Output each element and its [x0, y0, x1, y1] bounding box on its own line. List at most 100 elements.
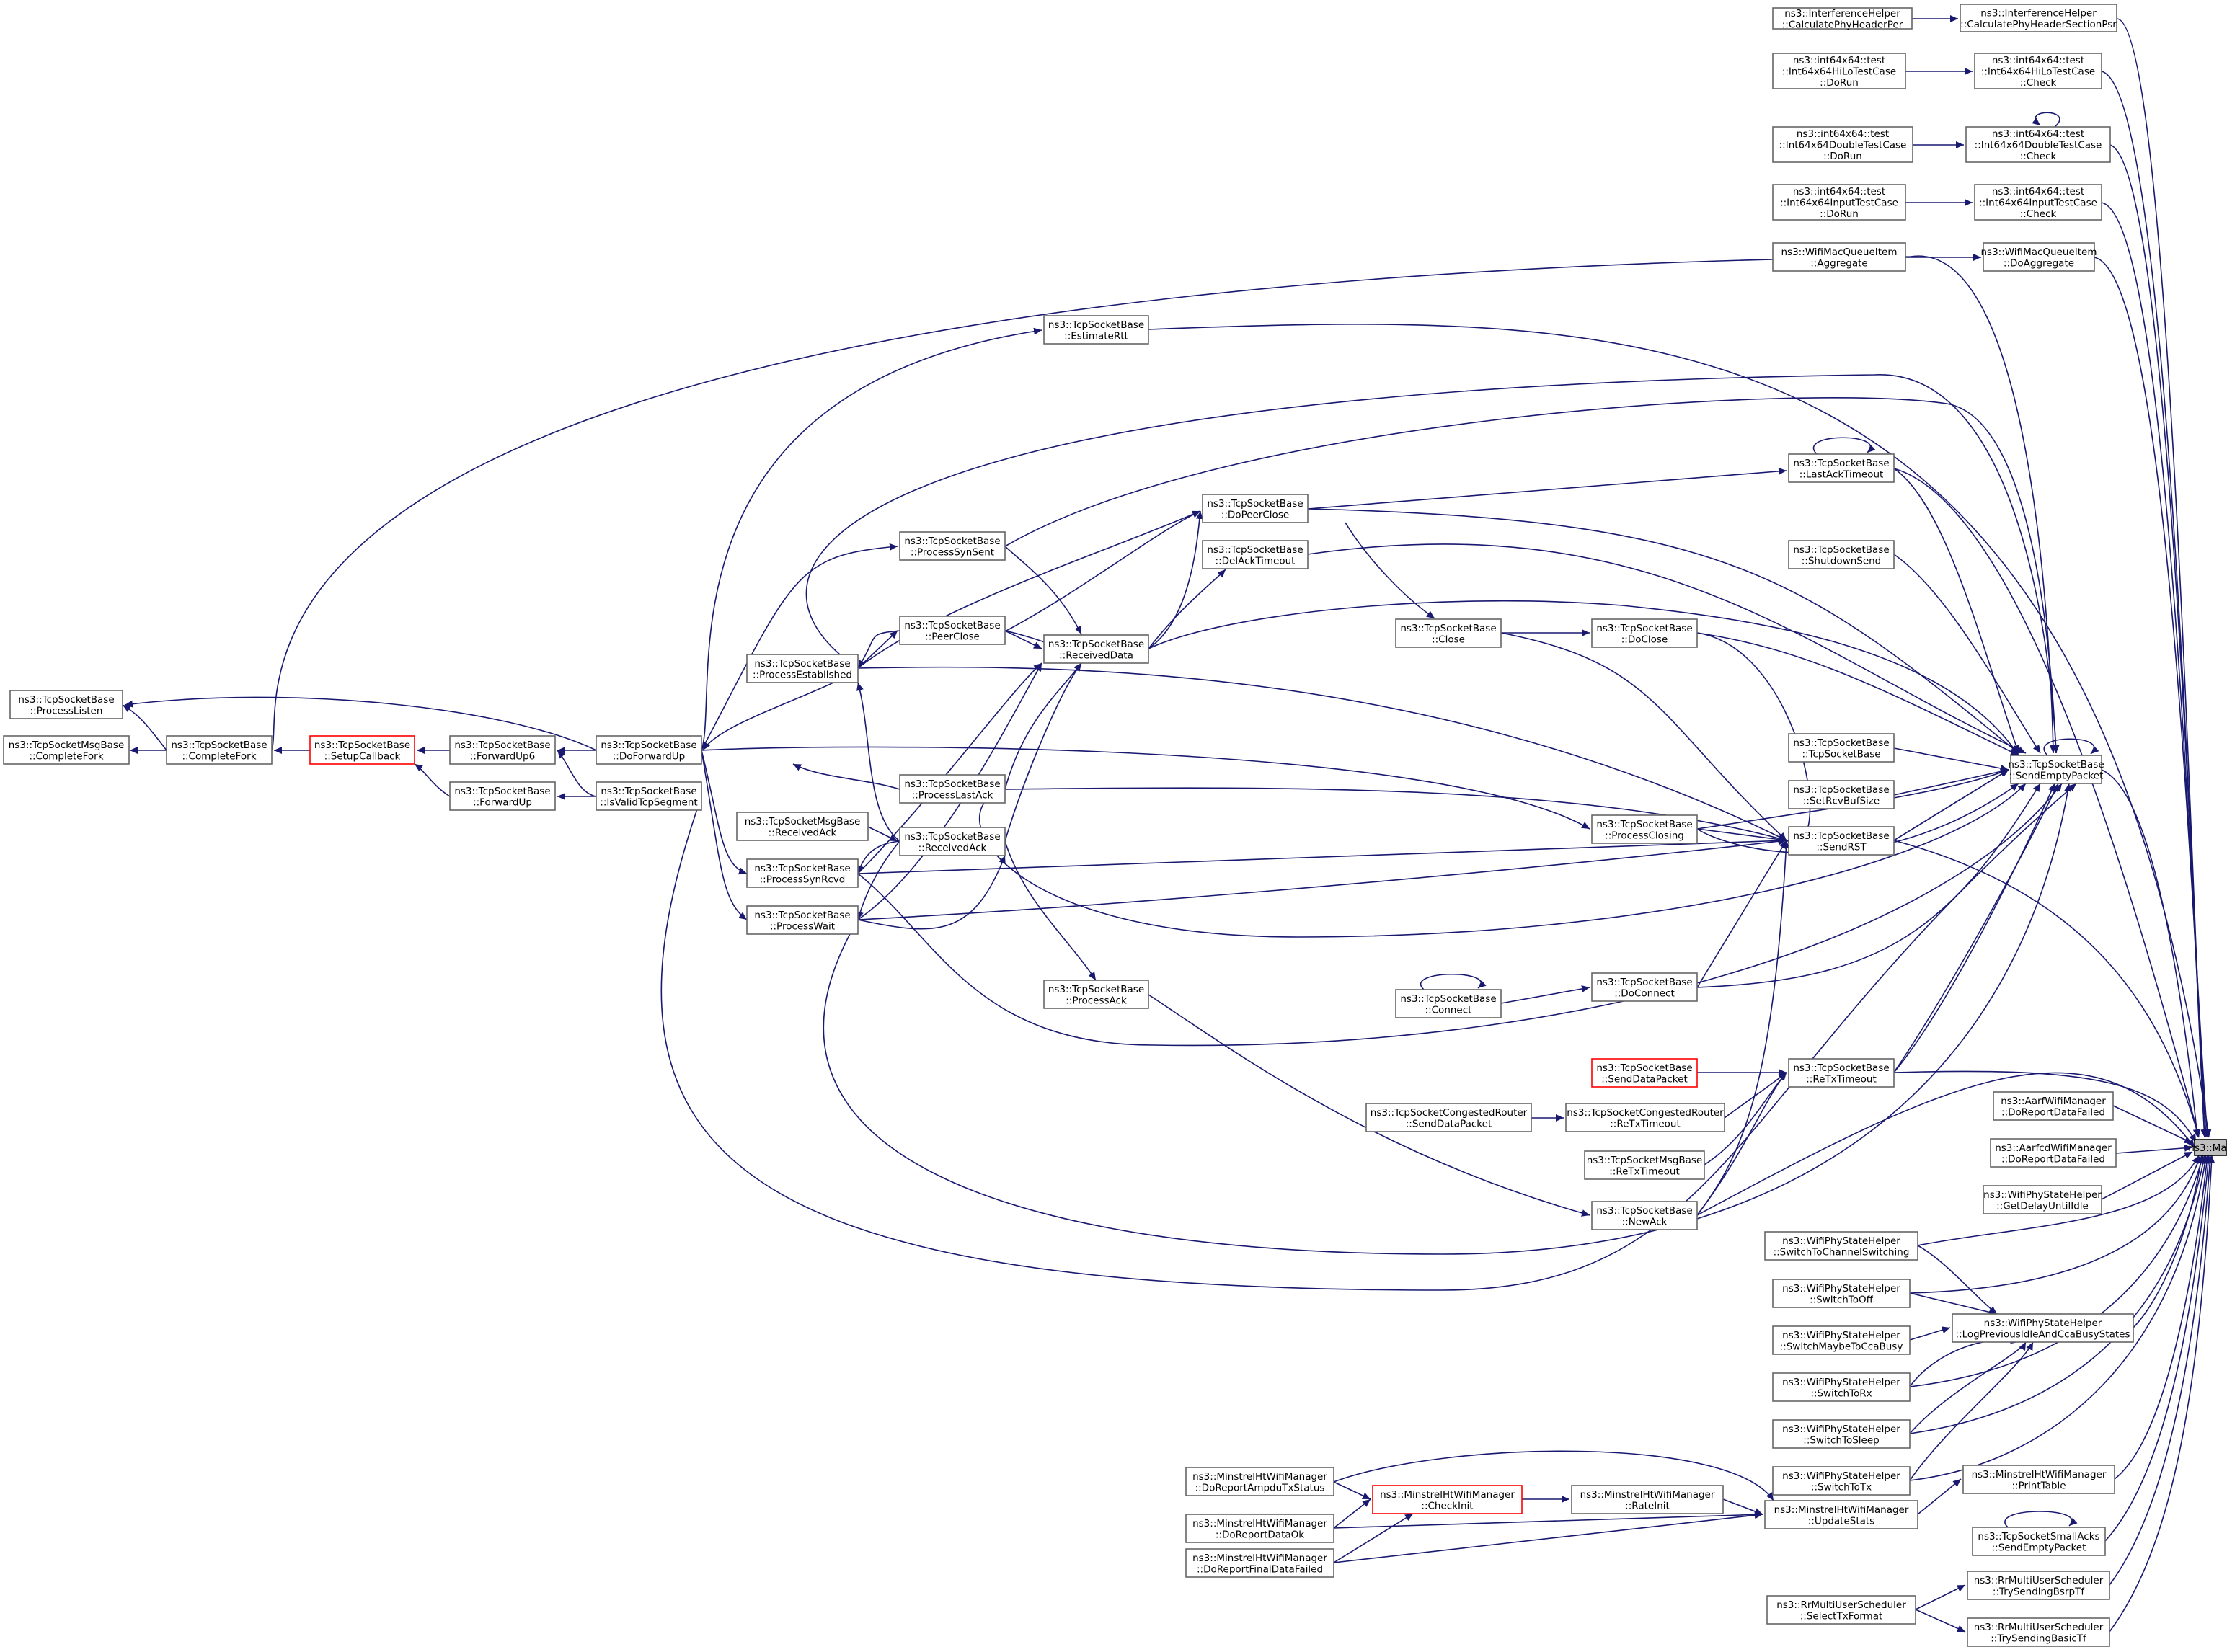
node-cong-retxtimeout[interactable]: ns3::TcpSocketCongestedRouter::ReTxTimeo… — [1565, 1103, 1725, 1132]
call-edge — [1004, 662, 1082, 842]
node-box — [1591, 1058, 1698, 1088]
node-ht-printtable[interactable]: ns3::MinstrelHtWifiManager::PrintTable — [1962, 1465, 2115, 1494]
node-label-line: ::EstimateRtt — [1064, 330, 1128, 342]
call-edge — [1812, 437, 1876, 455]
node-getdelay[interactable]: ns3::WifiPhyStateHelper::GetDelayUntilId… — [1983, 1185, 2102, 1214]
node-ht-dataok[interactable]: ns3::MinstrelHtWifiManager::DoReportData… — [1185, 1514, 1334, 1543]
node-ht-ampdu[interactable]: ns3::MinstrelHtWifiManager::DoReportAmpd… — [1185, 1467, 1334, 1496]
node-receivedack[interactable]: ns3::TcpSocketBase::ReceivedAck — [899, 827, 1006, 856]
node-msg-completefork[interactable]: ns3::TcpSocketMsgBase::CompleteFork — [3, 735, 130, 765]
node-processsynrcvd[interactable]: ns3::TcpSocketBase::ProcessSynRcvd — [746, 858, 859, 888]
node-processestablished[interactable]: ns3::TcpSocketBase::ProcessEstablished — [746, 654, 859, 683]
node-double-check[interactable]: ns3::int64x64::test::Int64x64DoubleTestC… — [1965, 126, 2111, 163]
node-ht-rateinit[interactable]: ns3::MinstrelHtWifiManager::RateInit — [1571, 1485, 1724, 1514]
node-retxtimeout[interactable]: ns3::TcpSocketBase::ReTxTimeout — [1788, 1058, 1895, 1088]
node-rr-basic[interactable]: ns3::RrMultiUserScheduler::TrySendingBas… — [1967, 1617, 2110, 1647]
node-dopeerclose[interactable]: ns3::TcpSocketBase::DoPeerClose — [1202, 494, 1309, 523]
node-sw-rx[interactable]: ns3::WifiPhyStateHelper::SwitchToRx — [1772, 1372, 1911, 1402]
node-label-line: ns3::TcpSocketCongestedRouter — [1371, 1107, 1528, 1119]
node-hilo-dorun[interactable]: ns3::int64x64::test::Int64x64HiLoTestCas… — [1772, 53, 1906, 89]
node-small-sendempty[interactable]: ns3::TcpSocketSmallAcks::SendEmptyPacket — [1972, 1527, 2106, 1556]
node-newack[interactable]: ns3::TcpSocketBase::NewAck — [1591, 1201, 1698, 1230]
node-box — [899, 616, 1006, 645]
node-ht-checkinit[interactable]: ns3::MinstrelHtWifiManager::CheckInit — [1372, 1485, 1523, 1514]
node-calc-per[interactable]: ns3::InterferenceHelper::CalculatePhyHea… — [1772, 7, 1913, 31]
node-processlastack[interactable]: ns3::TcpSocketBase::ProcessLastAck — [899, 774, 1006, 804]
node-ht-finalfailed[interactable]: ns3::MinstrelHtWifiManager::DoReportFina… — [1185, 1548, 1334, 1578]
node-estimatertt[interactable]: ns3::TcpSocketBase::EstimateRtt — [1043, 315, 1149, 345]
call-edge — [792, 763, 900, 790]
node-doclose[interactable]: ns3::TcpSocketBase::DoClose — [1591, 618, 1698, 648]
node-sw-ccabusy[interactable]: ns3::WifiPhyStateHelper::SwitchMaybeToCc… — [1772, 1325, 1911, 1355]
node-calc-psr[interactable]: ns3::InterferenceHelper::CalculatePhyHea… — [1960, 4, 2117, 32]
node-input-dorun[interactable]: ns3::int64x64::test::Int64x64InputTestCa… — [1772, 184, 1906, 221]
node-tcpsocketbase[interactable]: ns3::TcpSocketBase::TcpSocketBase — [1788, 733, 1895, 763]
node-sw-tx[interactable]: ns3::WifiPhyStateHelper::SwitchToTx — [1772, 1466, 1911, 1496]
node-aggregate[interactable]: ns3::WifiMacQueueItem::Aggregate — [1772, 242, 1906, 272]
node-box — [309, 735, 415, 765]
node-sw-off[interactable]: ns3::WifiPhyStateHelper::SwitchToOff — [1772, 1279, 1911, 1308]
node-label-line: ::ProcessClosing — [1605, 830, 1684, 841]
node-forwardup[interactable]: ns3::TcpSocketBase::ForwardUp — [449, 781, 556, 811]
node-close[interactable]: ns3::TcpSocketBase::Close — [1395, 618, 1502, 648]
node-doforwardup[interactable]: ns3::TcpSocketBase::DoForwardUp — [596, 735, 702, 765]
node-label-line: ::SwitchMaybeToCcaBusy — [1780, 1341, 1903, 1352]
node-processack[interactable]: ns3::TcpSocketBase::ProcessAck — [1043, 980, 1149, 1009]
node-box — [1764, 1500, 1918, 1529]
node-doaggregate[interactable]: ns3::WifiMacQueueItem::DoAggregate — [1980, 242, 2097, 272]
node-label-line: ::ReceivedData — [1059, 649, 1133, 661]
node-processwait[interactable]: ns3::TcpSocketBase::ProcessWait — [746, 905, 859, 935]
node-completefork[interactable]: ns3::TcpSocketBase::CompleteFork — [166, 735, 273, 765]
node-rr-bsrp[interactable]: ns3::RrMultiUserScheduler::TrySendingBsr… — [1967, 1571, 2110, 1600]
node-hilo-check[interactable]: ns3::int64x64::test::Int64x64HiLoTestCas… — [1974, 53, 2102, 89]
node-sw-sleep[interactable]: ns3::WifiPhyStateHelper::SwitchToSleep — [1772, 1419, 1911, 1449]
node-box — [1772, 184, 1906, 221]
call-edge — [1345, 522, 1435, 619]
node-rr-selecttx[interactable]: ns3::RrMultiUserScheduler::SelectTxForma… — [1766, 1595, 1916, 1625]
node-isvalidtcpsegment[interactable]: ns3::TcpSocketBase::IsValidTcpSegment — [596, 781, 702, 811]
node-label-line: ns3::InterferenceHelper — [1980, 7, 2097, 19]
node-label-line: ::SwitchToTx — [1811, 1481, 1872, 1493]
node-box — [596, 735, 702, 765]
node-processclosing[interactable]: ns3::TcpSocketBase::ProcessClosing — [1591, 814, 1698, 844]
node-lastacktimeout[interactable]: ns3::TcpSocketBase::LastAckTimeout — [1788, 453, 1895, 483]
node-label-line: ::ProcessEstablished — [753, 669, 852, 680]
node-label-line: ns3::int64x64::test — [1992, 55, 2084, 66]
node-input-check[interactable]: ns3::int64x64::test::Int64x64InputTestCa… — [1974, 184, 2102, 221]
node-box — [1993, 1091, 2114, 1121]
node-msg-receivedack[interactable]: ns3::TcpSocketMsgBase::ReceivedAck — [736, 812, 869, 841]
node-aarfcd-failed[interactable]: ns3::AarfcdWifiManager::DoReportDataFail… — [1990, 1138, 2117, 1168]
node-aarf-failed[interactable]: ns3::AarfWifiManager::DoReportDataFailed — [1993, 1091, 2114, 1121]
node-peerclose[interactable]: ns3::TcpSocketBase::PeerClose — [899, 616, 1006, 645]
call-edge — [1893, 840, 2200, 1138]
node-sendemptypacket[interactable]: ns3::TcpSocketBase::SendEmptyPacket — [2008, 755, 2104, 784]
node-forwardup6[interactable]: ns3::TcpSocketBase::ForwardUp6 — [449, 735, 556, 765]
node-receiveddata[interactable]: ns3::TcpSocketBase::ReceivedData — [1043, 634, 1149, 664]
node-logprevious[interactable]: ns3::WifiPhyStateHelper::LogPreviousIdle… — [1952, 1313, 2134, 1343]
node-setupcallback[interactable]: ns3::TcpSocketBase::SetupCallback — [309, 735, 415, 765]
node-cong-senddatapacket[interactable]: ns3::TcpSocketCongestedRouter::SendDataP… — [1365, 1103, 1532, 1132]
node-label-line: ::IsValidTcpSegment — [600, 796, 697, 808]
node-processsynsent[interactable]: ns3::TcpSocketBase::ProcessSynSent — [899, 531, 1006, 561]
node-sw-channel[interactable]: ns3::WifiPhyStateHelper::SwitchToChannel… — [1764, 1231, 1918, 1261]
node-senddatapacket[interactable]: ns3::TcpSocketBase::SendDataPacket — [1591, 1058, 1698, 1088]
node-ht-updatestats[interactable]: ns3::MinstrelHtWifiManager::UpdateStats — [1764, 1500, 1918, 1529]
node-max[interactable]: ns3::Max — [2188, 1139, 2227, 1156]
node-box — [1571, 1485, 1724, 1514]
call-edge — [857, 510, 1201, 669]
node-sendrst[interactable]: ns3::TcpSocketBase::SendRST — [1788, 826, 1895, 856]
node-processlisten[interactable]: ns3::TcpSocketBase::ProcessListen — [9, 690, 123, 719]
node-label-line: ns3::TcpSocketBase — [1596, 1205, 1692, 1217]
node-delacktimeout[interactable]: ns3::TcpSocketBase::DelAckTimeout — [1202, 540, 1309, 569]
call-edge — [2133, 1155, 2205, 1328]
node-box — [746, 858, 859, 888]
call-edge — [857, 837, 1787, 874]
node-setrcvbufsize[interactable]: ns3::TcpSocketBase::SetRcvBufSize — [1788, 780, 1895, 809]
node-shutdownsend[interactable]: ns3::TcpSocketBase::ShutdownSend — [1788, 540, 1895, 569]
node-label-line: ::Int64x64HiLoTestCase — [1981, 66, 2095, 78]
node-doconnect[interactable]: ns3::TcpSocketBase::DoConnect — [1591, 972, 1698, 1002]
node-double-dorun[interactable]: ns3::int64x64::test::Int64x64DoubleTestC… — [1772, 126, 1913, 163]
node-connect[interactable]: ns3::TcpSocketBase::Connect — [1395, 989, 1502, 1018]
node-msg-retxtimeout[interactable]: ns3::TcpSocketMsgBase::ReTxTimeout — [1584, 1150, 1705, 1180]
node-label-line: ns3::TcpSocketBase — [1596, 819, 1692, 830]
